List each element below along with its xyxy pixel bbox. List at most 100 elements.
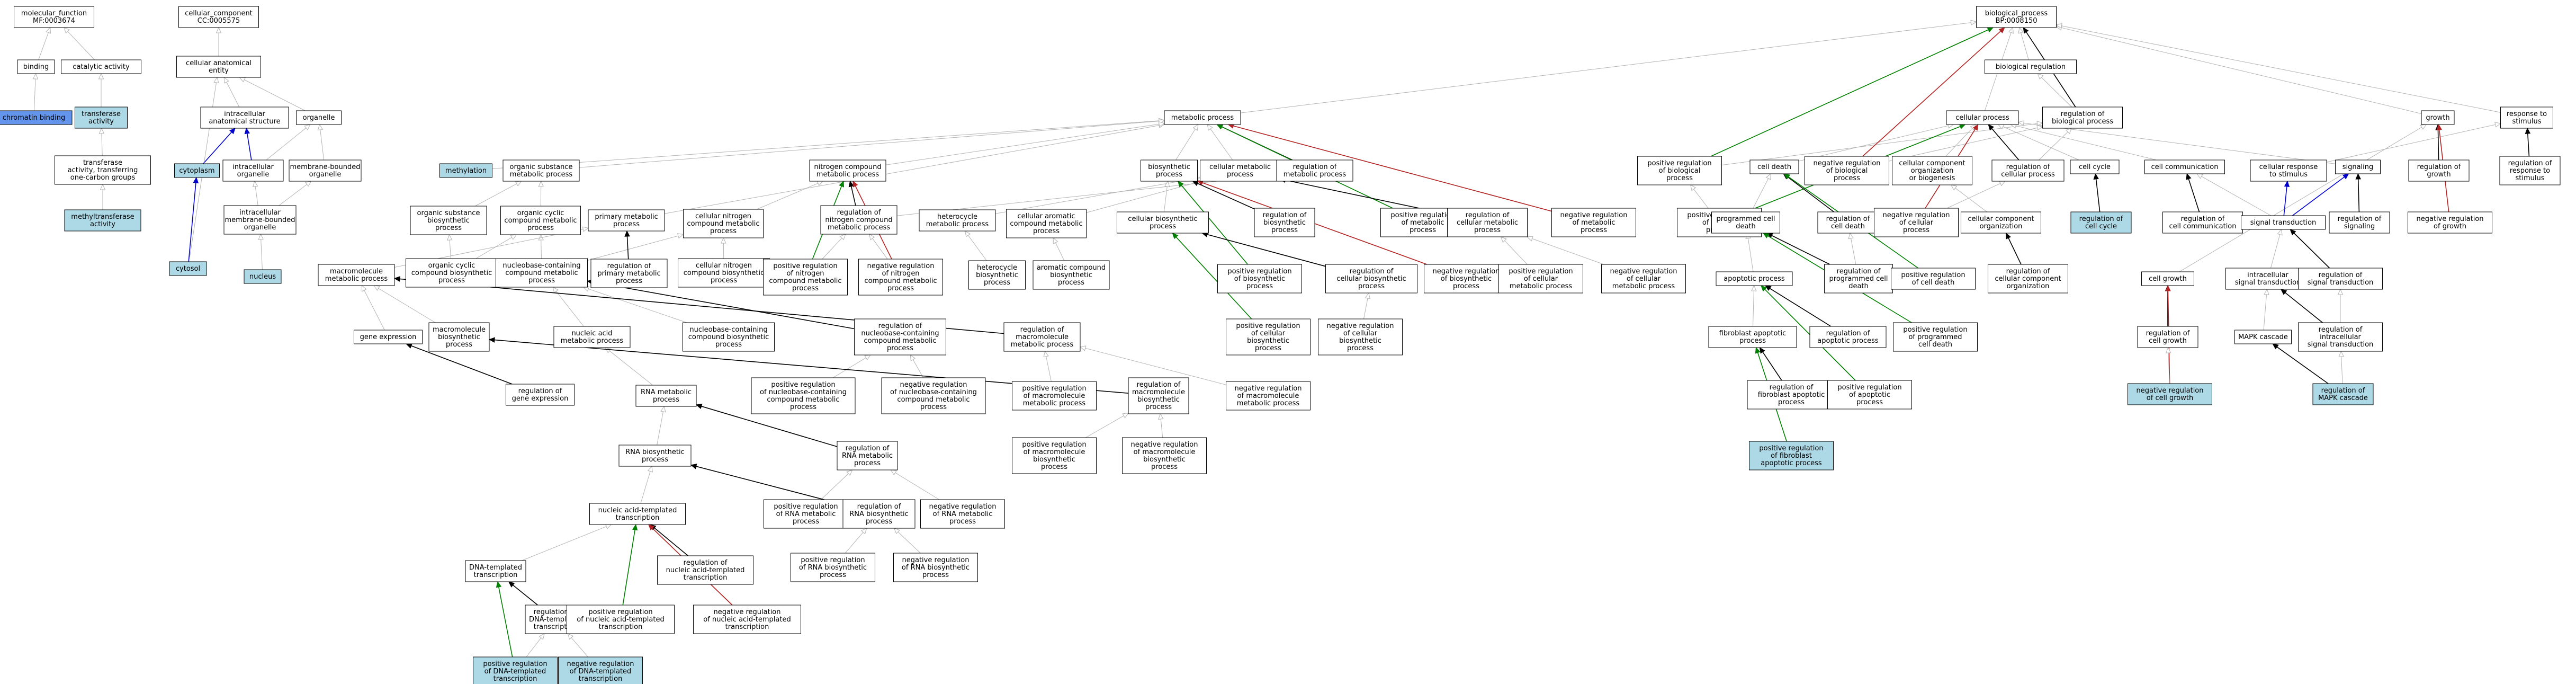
term-box[interactable] [2408, 211, 2492, 234]
term-box[interactable] [893, 553, 978, 582]
term-box[interactable] [635, 385, 697, 407]
term-box[interactable] [506, 384, 575, 406]
term-box[interactable] [1749, 441, 1834, 470]
term-box[interactable] [2329, 211, 2390, 234]
term-box[interactable] [1824, 264, 1893, 294]
term-box[interactable] [178, 6, 259, 28]
term-box[interactable] [590, 259, 668, 288]
go-term-chromatin-binding[interactable]: chromatin binding [0, 110, 73, 125]
term-box[interactable] [1976, 6, 2057, 28]
term-box[interactable] [858, 259, 943, 296]
term-box[interactable] [1551, 208, 1636, 237]
term-box[interactable] [1991, 159, 2065, 182]
term-box[interactable] [2070, 159, 2120, 174]
term-box[interactable] [751, 377, 856, 414]
term-box[interactable] [2141, 271, 2194, 286]
term-box[interactable] [1003, 322, 1081, 352]
term-box[interactable] [920, 499, 1005, 529]
term-box[interactable] [223, 205, 297, 235]
term-box[interactable] [1424, 264, 1509, 294]
term-box[interactable] [1827, 380, 1912, 410]
term-box[interactable] [1711, 211, 1780, 234]
term-box[interactable] [1985, 59, 2077, 74]
term-box[interactable] [1164, 110, 1241, 125]
term-box[interactable] [64, 209, 141, 232]
term-box[interactable] [764, 499, 848, 529]
term-box[interactable] [837, 441, 898, 470]
term-box[interactable] [500, 206, 581, 235]
term-box[interactable] [473, 656, 558, 684]
term-box[interactable] [169, 261, 207, 276]
term-box[interactable] [17, 59, 55, 74]
term-box[interactable] [244, 269, 282, 284]
term-box[interactable] [2500, 106, 2553, 129]
term-box[interactable] [2162, 211, 2243, 234]
term-box[interactable] [222, 159, 284, 182]
term-box[interactable] [502, 159, 580, 182]
term-box[interactable] [1033, 260, 1110, 290]
term-box[interactable] [2499, 156, 2561, 185]
term-box[interactable] [1601, 264, 1686, 294]
term-box[interactable] [2070, 211, 2132, 234]
term-box[interactable] [657, 555, 753, 585]
term-box[interactable] [854, 318, 946, 356]
go-term-nucleus[interactable]: nucleus [244, 269, 282, 284]
go-term-growth[interactable]: growth [2421, 110, 2455, 125]
term-box[interactable] [2250, 159, 2327, 182]
term-box[interactable] [1226, 318, 1311, 356]
term-box[interactable] [2144, 159, 2225, 174]
term-box[interactable] [842, 499, 915, 529]
term-box[interactable] [2225, 268, 2310, 290]
term-box[interactable] [428, 322, 490, 352]
go-term-cell-cycle[interactable]: cell cycle [2070, 159, 2120, 174]
term-box[interactable] [2137, 326, 2198, 348]
term-box[interactable] [567, 605, 675, 634]
term-box[interactable] [318, 264, 395, 286]
go-term-apoptotic-process[interactable]: apoptotic process [1716, 271, 1793, 286]
